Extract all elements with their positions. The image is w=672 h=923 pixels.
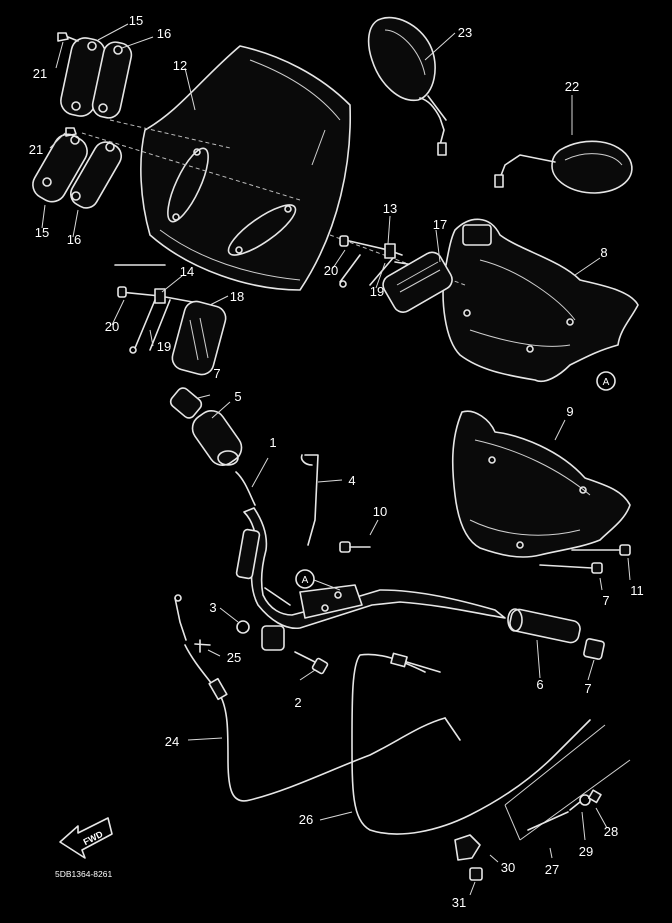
turn-signal-upper: [382, 251, 453, 313]
callout-24: 24: [165, 734, 179, 749]
bracket-plates-lower: [32, 119, 301, 209]
callout-9: 7: [602, 593, 609, 608]
callout-20-lower: 20: [105, 319, 119, 334]
callout-28: 28: [604, 824, 618, 839]
connector-mark-label: A: [603, 377, 610, 388]
callout-5: 5: [234, 389, 241, 404]
mount-rod-lower: [114, 264, 199, 354]
callout-labels: 15 16 21 12 23 22 21 15 16 13 17 8 20 19…: [29, 13, 644, 910]
callout-26: 26: [299, 812, 313, 827]
callout-10: 9: [566, 404, 573, 419]
callout-2: 2: [294, 695, 301, 710]
callout-8: 8: [600, 245, 607, 260]
callout-15-lower: 15: [35, 225, 49, 240]
connector-mark-a-upper: A: [596, 371, 616, 391]
callout-21-top: 21: [33, 66, 47, 81]
bolt-11: [339, 519, 379, 553]
clutch-cable: [184, 644, 461, 802]
callout-29: 29: [579, 844, 593, 859]
adjuster-detail: [504, 724, 631, 859]
callout-18: 18: [230, 289, 244, 304]
left-grip: [169, 387, 243, 466]
callout-6: 6: [536, 677, 543, 692]
clutch-lever-assembly: [174, 594, 329, 681]
turn-signal-lower: [171, 300, 227, 376]
bolts-9-12: [539, 544, 631, 591]
callout-4: 4: [348, 473, 355, 488]
callout-16-lower: 16: [67, 232, 81, 247]
callout-12: 11: [630, 583, 644, 598]
callout-11: 10: [373, 504, 387, 519]
callout-21-lower: 21: [29, 142, 43, 157]
bracket-plates-upper: [57, 32, 133, 119]
callout-7-left: 7: [213, 366, 220, 381]
connector-mark-label: A: [302, 575, 309, 586]
callout-19-lower: 19: [157, 339, 171, 354]
document-code: 5DB1364-8261: [55, 869, 112, 879]
callout-25: 25: [227, 650, 241, 665]
callout-14-upper: 13: [383, 201, 397, 216]
callout-17: 17: [433, 217, 447, 232]
upper-cover: [329, 218, 639, 383]
callout-13: 12: [173, 58, 187, 73]
callout-19-upper: 19: [370, 284, 384, 299]
throttle-grip: [507, 608, 605, 681]
connector-mark-a-lower: A: [295, 569, 341, 591]
throttle-cable: [319, 652, 591, 835]
callout-leaders: [41, 23, 441, 347]
mirror-right: [494, 95, 633, 194]
callout-14-lower: 14: [180, 264, 194, 279]
forward-arrow-icon: FWD: [59, 817, 113, 859]
callout-15-top: 15: [129, 13, 143, 28]
callout-22: 22: [565, 79, 579, 94]
callout-3: 3: [209, 600, 216, 615]
windshield: [140, 45, 352, 291]
mirror-left: [367, 16, 456, 156]
callout-20-upper: 20: [324, 263, 338, 278]
callout-23: 23: [458, 25, 472, 40]
lower-cover: [451, 410, 631, 558]
callout-1: 1: [269, 435, 276, 450]
callout-31: 31: [452, 895, 466, 910]
cable-bracket: [454, 834, 499, 896]
callout-30: 30: [501, 860, 515, 875]
handlebar: [235, 457, 506, 630]
band-clip: [300, 454, 343, 546]
callout-27: 27: [545, 862, 559, 877]
callout-16-top: 16: [157, 26, 171, 41]
callout-7-right: 7: [584, 681, 591, 696]
